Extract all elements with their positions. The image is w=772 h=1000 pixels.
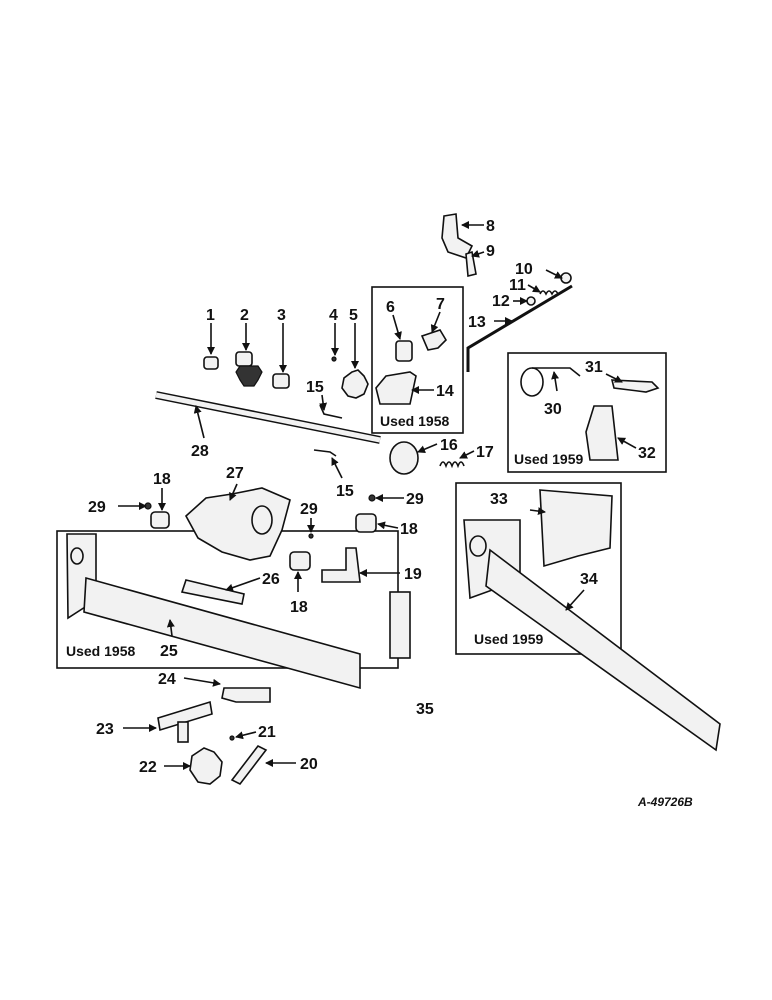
callout-32: 32 bbox=[638, 445, 656, 462]
reference-number: A-49726B bbox=[637, 795, 693, 809]
caption-used-1959-frame: Used 1959 bbox=[474, 631, 543, 647]
part-16-hub bbox=[389, 441, 419, 475]
callout-2: 2 bbox=[240, 307, 249, 324]
callout-1: 1 bbox=[206, 307, 215, 324]
part-18-bushing-right bbox=[355, 513, 377, 533]
part-33-mount-plate bbox=[539, 489, 613, 568]
part-19-bracket bbox=[321, 547, 361, 583]
part-18-bushing-mid bbox=[289, 551, 311, 571]
callout-18-right: 18 bbox=[400, 521, 418, 538]
part-13-rod bbox=[466, 284, 573, 372]
callout-7: 7 bbox=[436, 296, 445, 313]
callout-29-right: 29 bbox=[406, 491, 424, 508]
part-20-chain bbox=[230, 744, 268, 786]
callout-13: 13 bbox=[468, 314, 486, 331]
leader-lines bbox=[118, 221, 637, 770]
callout-10: 10 bbox=[515, 261, 533, 278]
callout-8: 8 bbox=[486, 218, 495, 235]
callout-31: 31 bbox=[585, 359, 603, 376]
callout-29-left: 29 bbox=[88, 499, 106, 516]
callout-18-mid: 18 bbox=[290, 599, 308, 616]
part-22-sprocket bbox=[189, 747, 223, 785]
inset-box-1959-frame bbox=[455, 482, 622, 655]
callout-17: 17 bbox=[476, 444, 494, 461]
callout-27: 27 bbox=[226, 465, 244, 482]
part-9-clip bbox=[465, 250, 477, 278]
callout-26: 26 bbox=[262, 571, 280, 588]
callout-28: 28 bbox=[191, 443, 209, 460]
part-5-sprocket bbox=[341, 369, 369, 399]
part-21-pin bbox=[229, 735, 235, 741]
caption-used-1959-top: Used 1959 bbox=[514, 451, 583, 467]
part-1-bushing bbox=[203, 356, 219, 370]
part-18-bushing-left bbox=[150, 511, 170, 529]
part-3-bushing bbox=[272, 373, 290, 389]
part-29-pin-mid bbox=[308, 533, 314, 539]
part-14-bracket bbox=[375, 371, 417, 405]
part-24-bracket bbox=[221, 687, 271, 703]
callout-18-left: 18 bbox=[153, 471, 171, 488]
callout-29-mid: 29 bbox=[300, 501, 318, 518]
part-29-pin-right bbox=[368, 494, 376, 502]
part-12-nut bbox=[526, 296, 536, 306]
part-23-shaft bbox=[157, 700, 213, 743]
part-27-gearbox-housing bbox=[184, 487, 291, 561]
part-31-lever bbox=[610, 379, 660, 393]
part-6-bushing bbox=[395, 340, 413, 362]
part-17-spring bbox=[439, 461, 465, 469]
callout-24: 24 bbox=[158, 671, 176, 688]
callout-15-upper: 15 bbox=[306, 379, 324, 396]
part-7-lever bbox=[420, 329, 448, 351]
callout-15-lower: 15 bbox=[336, 483, 354, 500]
callout-20: 20 bbox=[300, 756, 318, 773]
callout-30: 30 bbox=[544, 401, 562, 418]
part-25-frame bbox=[66, 533, 361, 690]
callout-35: 35 bbox=[416, 701, 434, 718]
part-26-plate bbox=[180, 579, 245, 605]
caption-used-1958-top: Used 1958 bbox=[380, 413, 449, 429]
part-8-bracket bbox=[441, 213, 474, 259]
part-2-gear bbox=[235, 351, 263, 387]
part-11-spring bbox=[539, 290, 559, 296]
callout-23: 23 bbox=[96, 721, 114, 738]
part-4-pin bbox=[331, 356, 337, 362]
caption-used-1958-frame: Used 1958 bbox=[66, 643, 135, 659]
callout-4: 4 bbox=[329, 307, 338, 324]
callout-25: 25 bbox=[160, 643, 178, 660]
callout-5: 5 bbox=[349, 307, 358, 324]
part-10-nut bbox=[560, 272, 572, 284]
callout-14: 14 bbox=[436, 383, 454, 400]
callout-34: 34 bbox=[580, 571, 598, 588]
callout-19: 19 bbox=[404, 566, 422, 583]
callout-12: 12 bbox=[492, 293, 510, 310]
inset-box-1959-top bbox=[507, 352, 667, 473]
callout-16: 16 bbox=[440, 437, 458, 454]
part-35-plate bbox=[389, 591, 411, 659]
callout-22: 22 bbox=[139, 759, 157, 776]
callout-9: 9 bbox=[486, 243, 495, 260]
callout-6: 6 bbox=[386, 299, 395, 316]
callout-33: 33 bbox=[490, 491, 508, 508]
callout-21: 21 bbox=[258, 724, 276, 741]
part-32-bracket bbox=[585, 405, 619, 461]
inset-box-1958-top bbox=[371, 286, 464, 434]
part-15-key-lower bbox=[313, 449, 337, 457]
callout-11: 11 bbox=[509, 277, 526, 294]
part-30-spring bbox=[520, 367, 581, 397]
callout-3: 3 bbox=[277, 307, 286, 324]
part-34-frame bbox=[463, 519, 721, 752]
